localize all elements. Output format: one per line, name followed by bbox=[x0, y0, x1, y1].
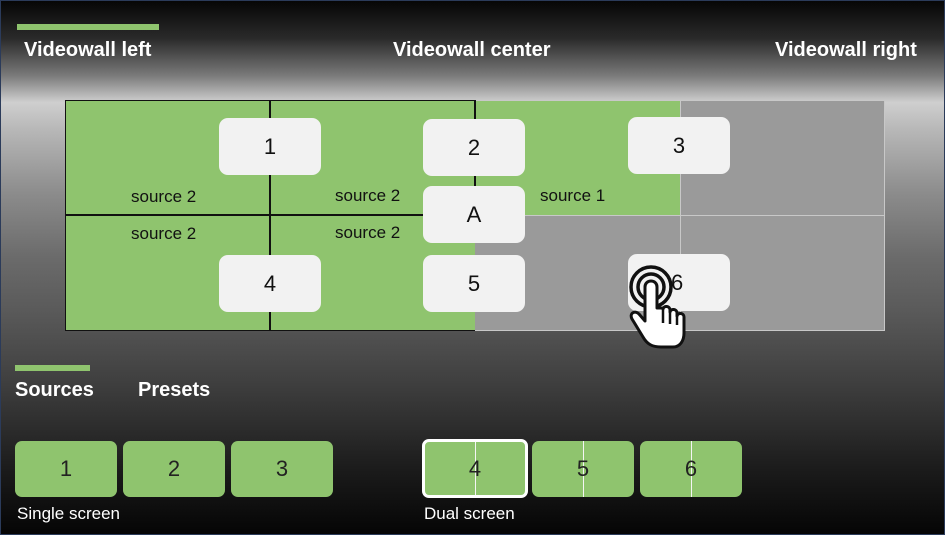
single-screen-tile-3[interactable]: 3 bbox=[231, 441, 333, 497]
screen-card-1[interactable]: 1 bbox=[219, 118, 321, 175]
dual-screen-tile-4[interactable]: 4 bbox=[422, 439, 528, 498]
tile-label: 2 bbox=[167, 456, 181, 481]
tile-divider bbox=[475, 442, 476, 495]
cell-1-source-label: source 2 bbox=[131, 187, 197, 206]
presets-tab[interactable]: Presets bbox=[138, 379, 211, 401]
grid-line-h-green bbox=[65, 214, 475, 216]
tile-label: 4 bbox=[468, 455, 482, 481]
videowall-left-indicator bbox=[17, 24, 159, 30]
dual-screen-label: Dual screen bbox=[424, 504, 515, 523]
single-screen-tile-2[interactable]: 2 bbox=[123, 441, 225, 497]
cell-3-source-label: source 1 bbox=[540, 186, 606, 205]
tile-divider bbox=[583, 441, 584, 497]
videowall-left-tab[interactable]: Videowall left bbox=[24, 39, 152, 61]
cell-6-source-label: source 2 bbox=[335, 223, 401, 242]
screen-card-4[interactable]: 4 bbox=[219, 255, 321, 312]
screen-card-6-label: 6 bbox=[671, 269, 684, 295]
dual-screen-tile-5[interactable]: 5 bbox=[532, 441, 634, 497]
sources-tab-indicator bbox=[15, 365, 90, 371]
screen-card-3[interactable]: 3 bbox=[628, 117, 730, 174]
single-screen-label: Single screen bbox=[17, 504, 121, 523]
videowall-right-tab[interactable]: Videowall right bbox=[775, 39, 917, 61]
videowall-center-tab[interactable]: Videowall center bbox=[393, 39, 551, 61]
screen-card-5[interactable]: 5 bbox=[423, 255, 525, 312]
single-screen-tile-1[interactable]: 1 bbox=[15, 441, 117, 497]
grid-line-v1 bbox=[269, 100, 271, 331]
hand-pointer-icon bbox=[629, 265, 686, 349]
tile-label: 1 bbox=[59, 456, 73, 481]
cell-5-source-label: source 2 bbox=[131, 224, 197, 243]
screen-card-a[interactable]: A bbox=[423, 186, 525, 243]
cell-2-source-label: source 2 bbox=[335, 186, 401, 205]
tile-label: 3 bbox=[275, 456, 289, 481]
sources-tab[interactable]: Sources bbox=[15, 379, 94, 401]
tile-divider bbox=[691, 441, 692, 497]
tile-label: 5 bbox=[576, 456, 590, 481]
screen-card-2[interactable]: 2 bbox=[423, 119, 525, 176]
grid-line-h-grey bbox=[475, 215, 885, 216]
dual-screen-tile-6[interactable]: 6 bbox=[640, 441, 742, 497]
tile-label: 6 bbox=[684, 456, 698, 481]
